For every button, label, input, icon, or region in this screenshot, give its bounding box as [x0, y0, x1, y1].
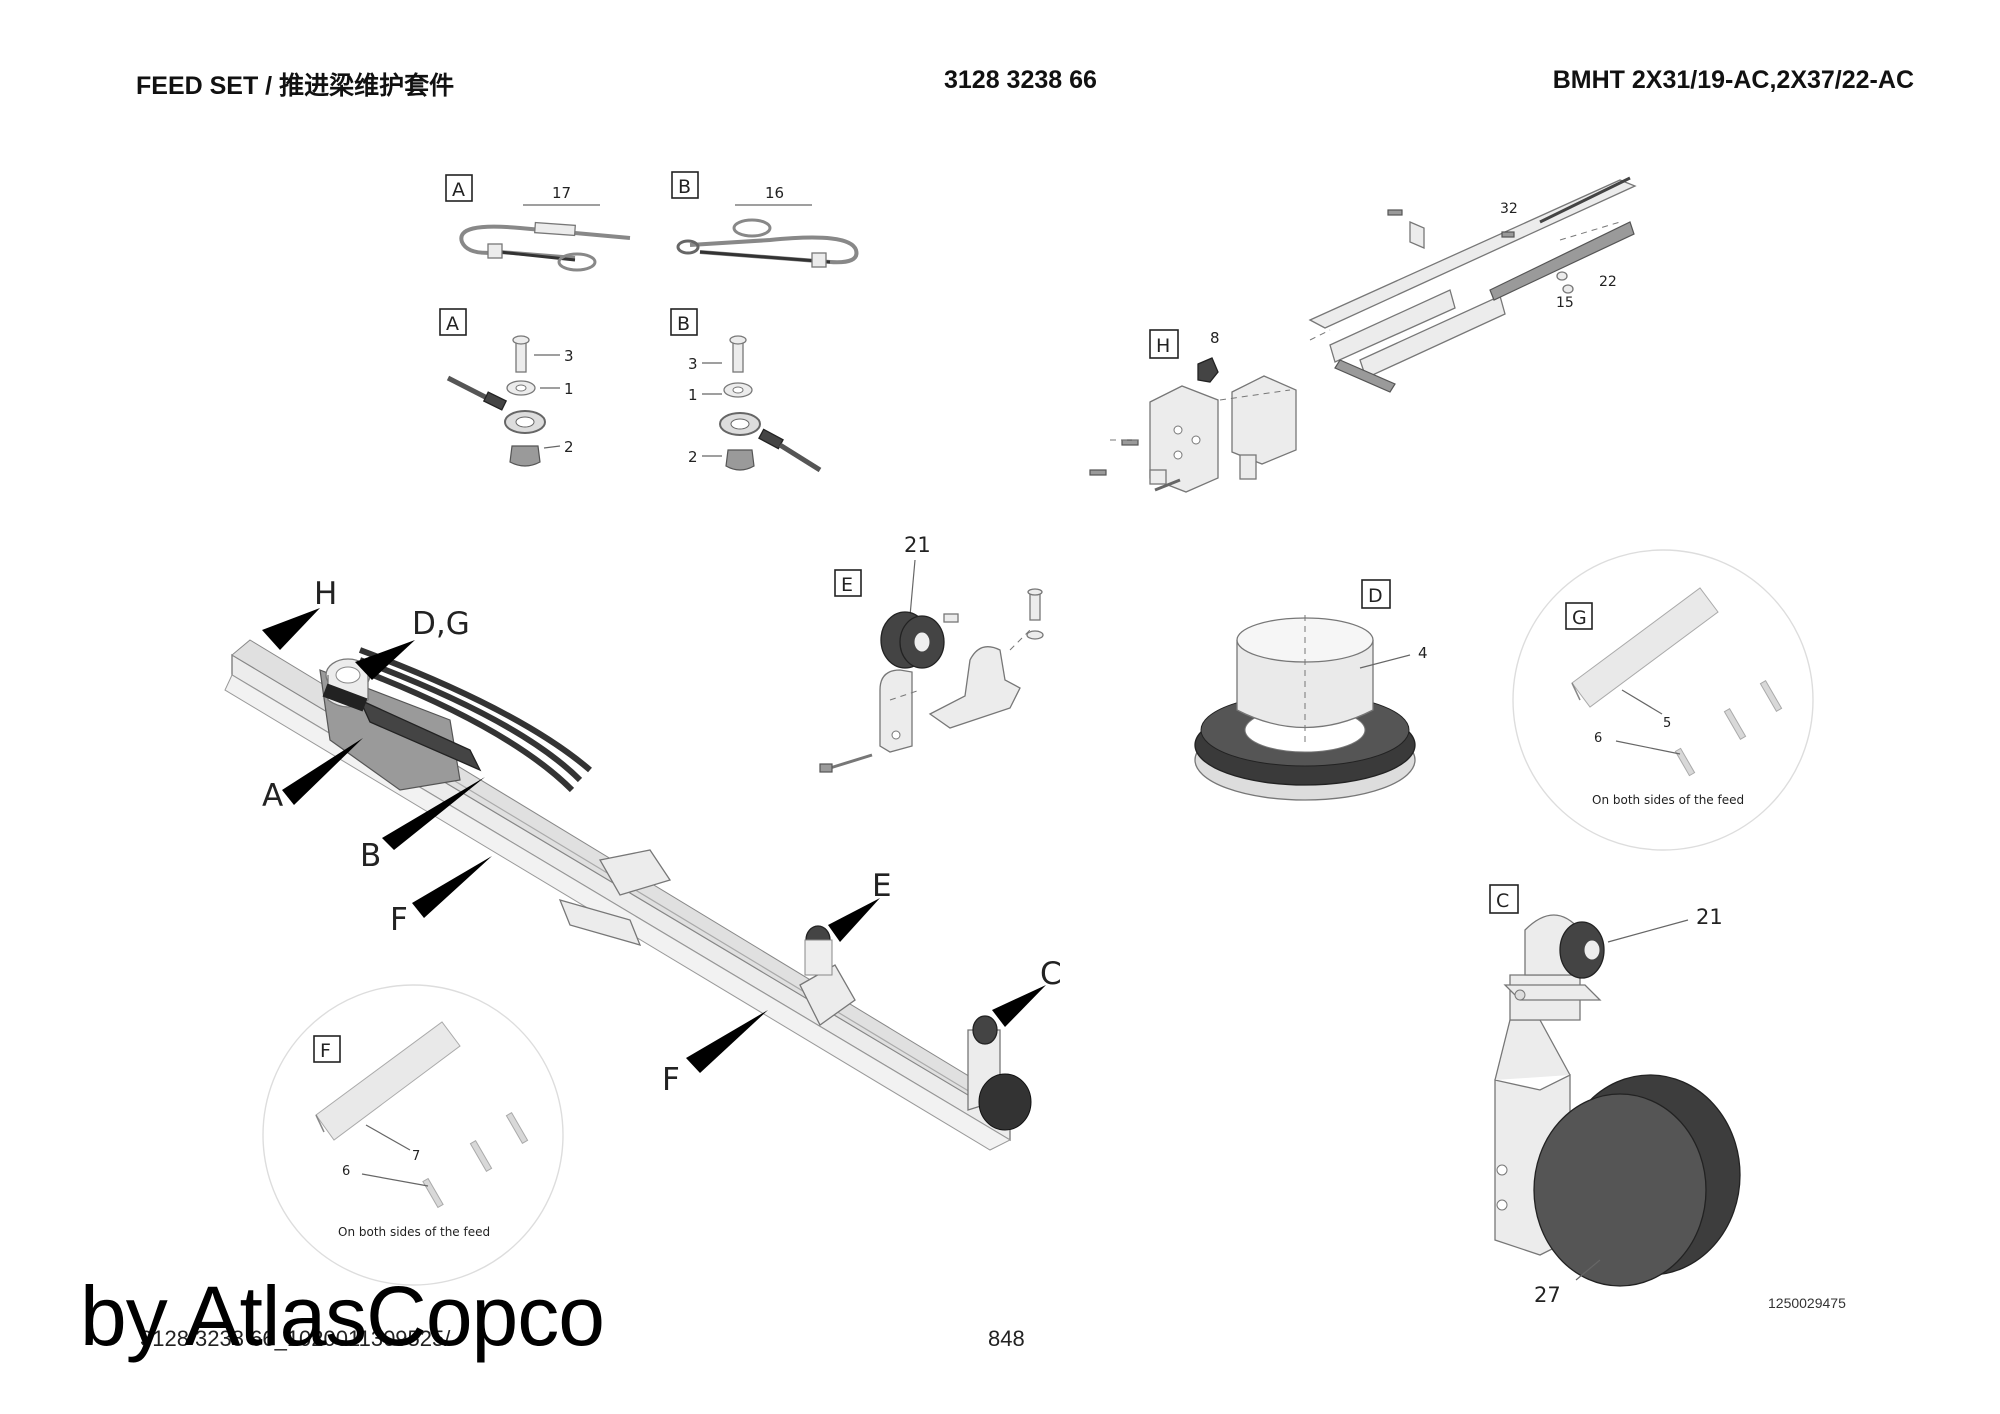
- detail-c-roller: C 21 27: [1489, 884, 1741, 1307]
- callout-h-22: 22: [1599, 274, 1617, 290]
- detail-box-c: [1489, 884, 1519, 914]
- callout-16: 16: [765, 184, 784, 202]
- detail-label-e: E: [841, 574, 853, 596]
- image-number: 1250029475: [1768, 1295, 1846, 1311]
- header-title: FEED SET / 推进梁维护套件: [136, 72, 455, 100]
- pointer-label-e: E: [872, 868, 892, 904]
- detail-label-h: H: [1156, 335, 1170, 357]
- watermark-text: by AtlasCopco: [80, 1269, 605, 1363]
- detail-d-bushing: D 4: [1194, 579, 1428, 801]
- header-part-number: 3128 3238 66: [944, 66, 1097, 94]
- callout-e-21: 21: [904, 533, 931, 557]
- detail-box-g: [1565, 602, 1593, 630]
- callout-b-3: 3: [688, 355, 698, 373]
- detail-label-a2: A: [446, 313, 459, 335]
- callout-g-6: 6: [1594, 731, 1602, 746]
- pointer-label-a: A: [262, 778, 283, 814]
- detail-box-a2: [439, 308, 467, 336]
- footer-document-code: 3128 3238 66_1020011309525/: [140, 1326, 451, 1351]
- callout-g-5: 5: [1663, 716, 1671, 731]
- callout-f-6: 6: [342, 1164, 350, 1179]
- detail-e-bracket: E 21: [819, 533, 1044, 773]
- callout-h-15: 15: [1556, 295, 1574, 311]
- detail-wire-ropes: A B 17 16 A 3 1 2: [439, 171, 859, 473]
- pointer-label-b: B: [360, 838, 381, 874]
- detail-g-note: On both sides of the feed: [1592, 793, 1744, 807]
- detail-f-note: On both sides of the feed: [338, 1225, 490, 1239]
- pointer-label-c: C: [1040, 956, 1062, 992]
- callout-h-32: 32: [1500, 201, 1518, 217]
- callout-a-3: 3: [564, 347, 574, 365]
- callout-h-8: 8: [1210, 329, 1220, 347]
- callout-b-2: 2: [688, 448, 698, 466]
- callout-c-21: 21: [1696, 905, 1723, 929]
- callout-b-1: 1: [688, 386, 698, 404]
- footer-page-number: 848: [988, 1326, 1025, 1351]
- callout-d-4: 4: [1418, 644, 1428, 662]
- feed-assembly: H D,G A B F E C F: [224, 576, 1062, 1151]
- detail-box-e: [834, 569, 862, 597]
- callout-c-27: 27: [1534, 1283, 1561, 1307]
- detail-label-b1: B: [678, 176, 691, 198]
- detail-label-c: C: [1496, 890, 1509, 912]
- callout-f-7: 7: [412, 1149, 420, 1164]
- detail-label-g: G: [1572, 607, 1587, 629]
- detail-box-b2: [670, 308, 698, 336]
- detail-label-d: D: [1368, 585, 1383, 607]
- detail-label-f: F: [320, 1040, 331, 1062]
- pointer-label-dg: D,G: [412, 606, 470, 642]
- callout-17: 17: [552, 184, 571, 202]
- detail-box-d: [1361, 579, 1391, 609]
- detail-label-b2: B: [677, 313, 690, 335]
- detail-box-h: [1149, 329, 1179, 359]
- detail-box-a1: [445, 174, 473, 202]
- pointer-label-f1: F: [390, 902, 408, 938]
- detail-box-b1: [671, 171, 699, 199]
- pointer-label-f2: F: [662, 1062, 680, 1098]
- detail-label-a1: A: [452, 179, 465, 201]
- detail-h-exploded: H 8 32 22 15: [1089, 176, 1637, 493]
- detail-g-circle: G 5 6 On both sides of the feed: [1512, 549, 1814, 851]
- callout-a-2: 2: [564, 438, 574, 456]
- callout-a-1: 1: [564, 380, 574, 398]
- header-model: BMHT 2X31/19-AC,2X37/22-AC: [1552, 66, 1914, 94]
- detail-f-circle: F 7 6 On both sides of the feed: [262, 984, 564, 1286]
- detail-box-f: [313, 1035, 341, 1063]
- pointer-label-h: H: [314, 576, 337, 612]
